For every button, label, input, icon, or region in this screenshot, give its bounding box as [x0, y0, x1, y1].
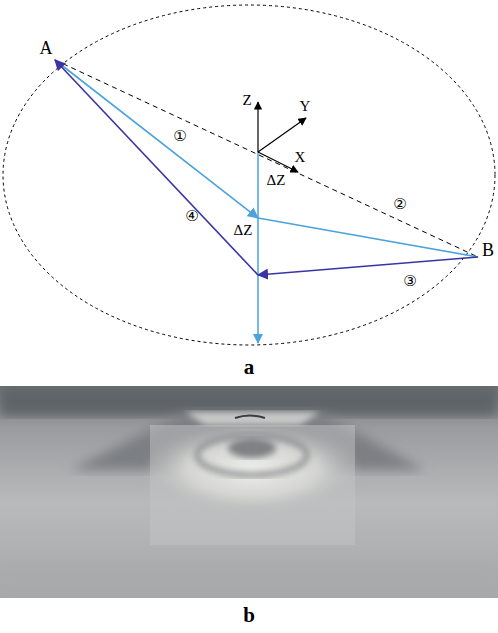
dashed-ellipse — [3, 5, 495, 345]
path-four — [55, 60, 258, 275]
axis-label: Y — [300, 99, 311, 114]
axis-label: Z — [242, 93, 251, 108]
panel-label: b — [243, 605, 255, 626]
y-axis — [258, 118, 306, 152]
panel-label: a — [244, 357, 255, 378]
offset-label: ΔZ — [234, 223, 253, 238]
point-label: B — [482, 241, 494, 259]
path-two — [258, 218, 478, 257]
formed-sheet-photo — [0, 386, 498, 598]
offset-label: ΔZ — [267, 173, 286, 188]
vertical-axis — [257, 152, 259, 343]
path-three — [258, 257, 478, 275]
z-axis — [257, 102, 258, 152]
callout-number: ④ — [185, 209, 198, 224]
callout-number: ① — [173, 129, 186, 144]
point-label: A — [40, 39, 53, 57]
callout-number: ③ — [403, 274, 416, 289]
path-one — [55, 60, 258, 218]
callout-number: ② — [393, 197, 406, 212]
dashed-chord — [55, 60, 478, 257]
x-axis — [258, 152, 298, 172]
axis-label: X — [295, 150, 306, 165]
